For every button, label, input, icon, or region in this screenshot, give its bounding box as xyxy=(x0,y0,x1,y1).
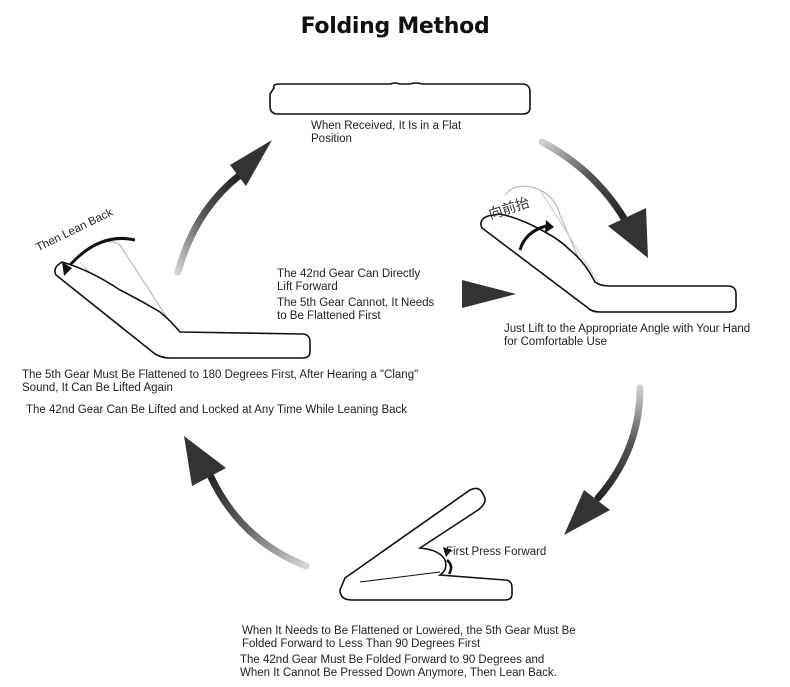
arrow-right-down xyxy=(564,384,644,535)
center-caption-1: The 42nd Gear Can Directly Lift Forward xyxy=(277,268,421,293)
left-caption-1: The 5th Gear Must Be Flattened to 180 De… xyxy=(22,369,419,394)
lift-caption: Just Lift to the Appropriate Angle with … xyxy=(504,323,751,348)
lifted-illustration xyxy=(480,185,737,313)
left-caption-2: The 42nd Gear Can Be Lifted and Locked a… xyxy=(26,404,408,416)
bottom-caption-2: The 42nd Gear Must Be Folded Forward to … xyxy=(240,654,557,679)
center-caption-2: The 5th Gear Cannot, It Needs to Be Flat… xyxy=(277,297,435,322)
press-forward-label: First Press Forward xyxy=(446,546,547,558)
arrow-bottom-left xyxy=(184,436,310,570)
bottom-caption-1: When It Needs to Be Flattened or Lowered… xyxy=(242,625,576,650)
page-title: Folding Method xyxy=(300,14,490,39)
arrow-center-right xyxy=(262,280,516,308)
arrow-top-left xyxy=(174,140,272,276)
flat-caption: When Received, It Is in a Flat Position xyxy=(311,120,462,145)
folded-illustration xyxy=(339,487,513,601)
flat-position-illustration xyxy=(269,82,531,115)
arrow-top-right xyxy=(538,138,648,258)
lean-back-illustration xyxy=(54,236,311,359)
